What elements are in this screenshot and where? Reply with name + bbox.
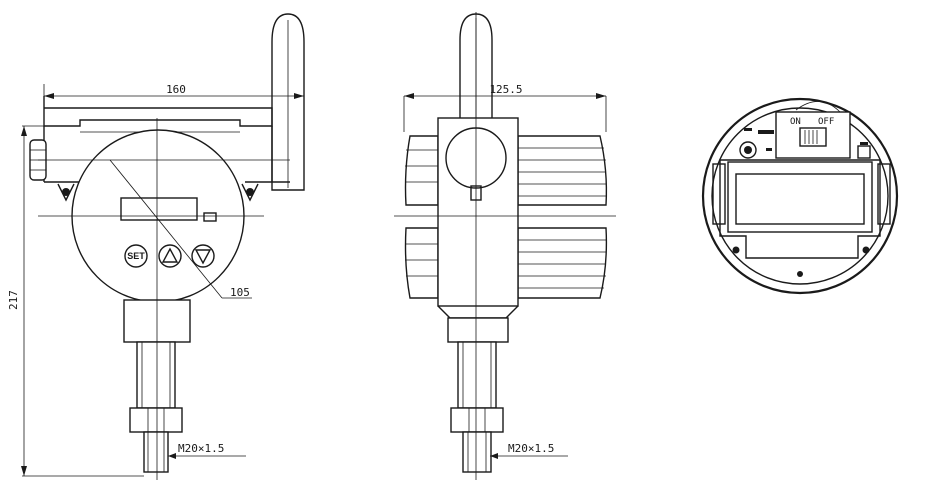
- dim-width-125: 125.5: [403, 83, 607, 132]
- dim-diameter-label: 105: [230, 286, 250, 299]
- switch-on-label: ON: [790, 117, 801, 127]
- dim-width-label: 160: [166, 83, 186, 96]
- front-antenna: [271, 13, 305, 191]
- set-button-label: SET: [127, 251, 145, 261]
- front-buttons: SET: [124, 244, 215, 268]
- side-stem: [447, 317, 509, 473]
- side-right-fins: [517, 135, 608, 299]
- dim-height-217: 217: [7, 125, 144, 477]
- set-button: [124, 244, 148, 268]
- down-arrow-icon: [194, 249, 212, 265]
- dip-switch: ON OFF: [775, 101, 851, 159]
- interior-view: ON OFF: [701, 97, 899, 295]
- front-bracket: [29, 96, 290, 202]
- side-view: 125.5 M20×1.5: [394, 12, 616, 480]
- dim-side-width-label: 125.5: [489, 83, 522, 96]
- side-housing: [437, 117, 519, 319]
- pcb-components: [732, 128, 871, 277]
- side-thread: M20×1.5: [490, 442, 568, 459]
- down-button: [191, 244, 215, 268]
- side-thread-label: M20×1.5: [508, 442, 554, 455]
- circuit-board: [712, 159, 891, 259]
- dim-height-label: 217: [7, 290, 20, 310]
- up-button: [158, 244, 182, 268]
- switch-off-label: OFF: [818, 117, 834, 127]
- dim-diameter-105: 105: [222, 286, 252, 299]
- dim-width-160: 160: [43, 83, 305, 99]
- front-thread-label: M20×1.5: [178, 442, 224, 455]
- up-arrow-icon: [161, 247, 179, 263]
- front-thread: M20×1.5: [168, 442, 246, 459]
- side-left-fins: [404, 135, 439, 299]
- front-view: SET 160: [7, 13, 305, 480]
